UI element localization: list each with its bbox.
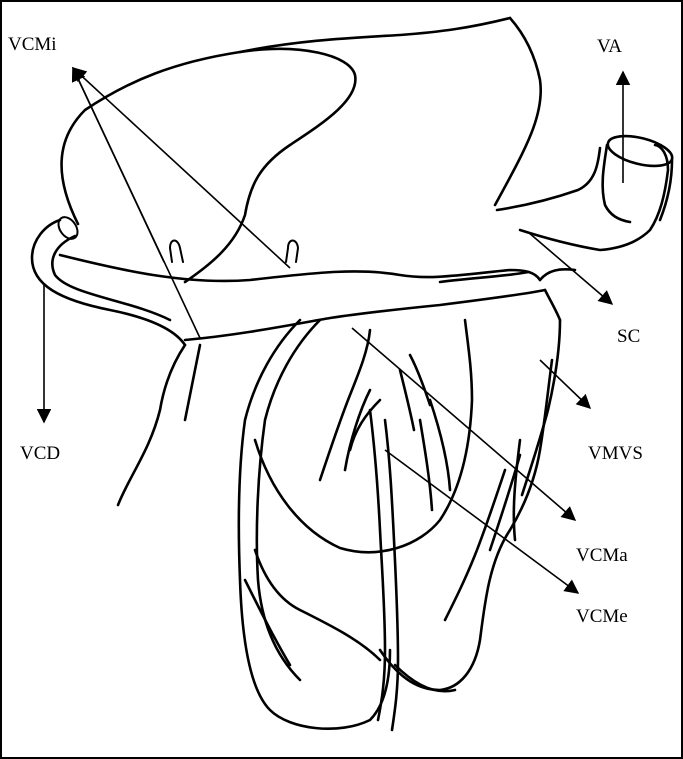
label-vcme: VCMe (576, 606, 628, 627)
label-vmvs: VMVS (588, 443, 643, 464)
vessel-stumps (170, 241, 298, 263)
aorta-tube (603, 130, 676, 222)
arrow-vcme (385, 450, 578, 593)
labels: VCMi VA SC VCD VMVS VCMa VCMe (8, 34, 643, 627)
label-vcma: VCMa (576, 545, 628, 566)
label-sc: SC (617, 326, 640, 347)
label-vcmi: VCMi (8, 34, 57, 55)
label-va: VA (597, 36, 622, 57)
cardiac-veins (245, 330, 520, 730)
ventricle-outline (239, 320, 560, 729)
arrow-vcmi-right (73, 68, 290, 268)
atrium-outline (62, 18, 668, 282)
coronary-sulcus (60, 255, 575, 340)
label-vcd: VCD (20, 443, 60, 464)
arrow-vcmi-mid (73, 68, 200, 338)
pointer-arrows (44, 68, 623, 593)
